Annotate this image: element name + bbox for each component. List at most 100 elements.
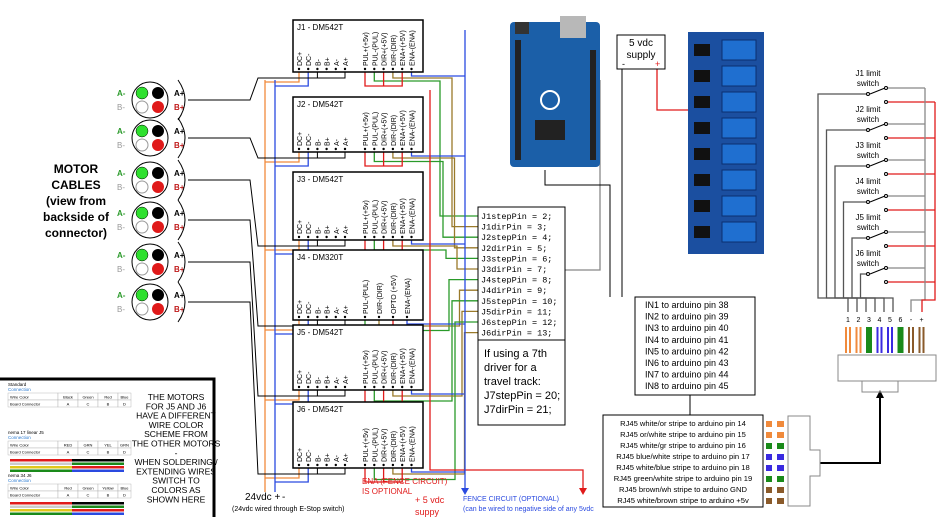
table-cell-text: RED	[64, 443, 73, 448]
pin-a-minus	[135, 166, 149, 180]
limit-signal-wire	[817, 93, 866, 312]
pin-b-minus	[135, 220, 149, 234]
seventh-driver-note: J7stepPin = 20;	[484, 390, 560, 402]
pin-terminal	[334, 235, 337, 239]
label-a-minus: A-	[117, 127, 126, 136]
motor-cables-line: CABLES	[51, 178, 100, 192]
switch-contact	[884, 230, 888, 234]
ena-wire	[410, 390, 465, 395]
wire-note-line: THE OTHER MOTORS	[132, 439, 221, 449]
pin-terminal	[410, 67, 413, 71]
switch-contact	[884, 208, 888, 212]
table-cell-text: D	[123, 450, 126, 455]
pin-a-plus	[152, 289, 164, 301]
switch-lever	[869, 267, 886, 275]
wire-strip	[72, 462, 124, 465]
dc-minus-wire	[275, 152, 309, 167]
power-minus-label: -	[282, 492, 285, 503]
pin-a-minus	[135, 206, 149, 220]
driver-pin-label: DC-	[306, 301, 313, 314]
switch-contact	[884, 266, 888, 270]
wire-note-line: COLORS AS	[151, 485, 200, 495]
pin-terminal	[373, 147, 376, 151]
driver-pin-label: DIR-(DIR)	[391, 35, 398, 66]
switch-contact	[884, 100, 888, 104]
limit-switch-label: switch	[857, 79, 879, 88]
wire-strip	[72, 466, 124, 469]
driver-pin-label: ENA-(ENA)	[410, 110, 417, 146]
pin-terminal	[363, 463, 367, 467]
pin-terminal	[343, 463, 347, 467]
pin-b-plus	[152, 263, 164, 275]
driver-pin-label: DC+	[297, 220, 304, 234]
jack-wire-stripe	[878, 327, 881, 353]
motor-connector	[131, 243, 169, 281]
table-cell-text: A	[67, 493, 70, 498]
pin-terminal	[391, 67, 395, 71]
jack-wire	[866, 327, 872, 353]
pin-terminal	[307, 463, 310, 467]
driver-pin-label: A+	[343, 305, 350, 314]
limit-switch-label: switch	[857, 115, 879, 124]
supply-note: suppy	[415, 507, 440, 517]
rj45-mapping-box: RJ45 white/or stripe to arduino pin 14RJ…	[602, 414, 764, 508]
label-a-minus: A-	[117, 291, 126, 300]
pin-terminal	[343, 147, 347, 151]
pin-a-plus	[152, 87, 164, 99]
table-cell-text: Blue	[120, 486, 129, 491]
wire-note-line: -	[175, 448, 178, 458]
5vdc-supply: 5 vdc supply - +	[616, 34, 666, 70]
pin-terminal	[334, 67, 337, 71]
limit-signal-wire	[842, 201, 876, 312]
driver-pin-label: B+	[325, 225, 332, 234]
limit-switch-label: J5 limit	[856, 213, 882, 222]
limit-signal-wire	[859, 273, 894, 312]
pin-terminal	[334, 147, 337, 151]
pin-terminal	[325, 463, 328, 467]
pin-b-minus	[135, 302, 149, 316]
switch-contact	[866, 272, 870, 276]
driver-pin-label: A-	[334, 226, 341, 234]
jack-pin-label: 1	[846, 317, 850, 324]
pin-terminal	[316, 147, 319, 151]
power-note: (24vdc wired through E-Stop switch)	[232, 506, 344, 513]
code-pin-line: J3stepPin = 6;	[481, 254, 552, 264]
label-b-minus: B-	[117, 183, 125, 192]
limit-5v-wire	[921, 102, 936, 312]
plus5v-bus	[429, 90, 584, 490]
table-cell-text: Board Connector	[10, 402, 41, 407]
fence-note: FENCE CIRCUIT (OPTIONAL)	[463, 496, 559, 503]
table-cell-text: Wire Color	[10, 443, 30, 448]
limit-switch-label: J2 limit	[856, 105, 882, 114]
step-wire	[373, 300, 478, 402]
relay-module	[721, 195, 757, 217]
jack-pin-label: 4	[878, 317, 882, 324]
rj45-wire-stripe	[772, 487, 777, 493]
rj45-plug-body	[787, 415, 821, 507]
dc-minus-wire	[275, 72, 309, 87]
label-b-minus: B-	[117, 223, 125, 232]
relay-input-line: IN2 to arduino pin 39	[645, 312, 729, 322]
label-b-minus: B-	[117, 265, 125, 274]
pin-b-plus	[152, 221, 164, 233]
cable-outline	[177, 159, 186, 201]
pin-terminal	[401, 147, 404, 151]
pin-terminal	[297, 235, 301, 239]
pin-terminal	[363, 315, 367, 319]
motor-wire	[316, 72, 346, 79]
seventh-driver-note: driver for a	[484, 362, 537, 374]
cable-outline	[177, 117, 186, 159]
switch-contact	[884, 86, 888, 90]
dir-wire	[392, 72, 478, 228]
label-a-plus: A+	[174, 89, 185, 98]
driver-box	[292, 19, 424, 73]
driver-pin-label: PUL+(+5v)	[363, 112, 370, 146]
dc-plus-wire	[265, 152, 300, 163]
driver-pin-label: A+	[343, 137, 350, 146]
supply-note: + 5 vdc	[415, 495, 445, 505]
jack-pin-label: 2	[857, 317, 861, 324]
motor-connector	[131, 81, 169, 119]
